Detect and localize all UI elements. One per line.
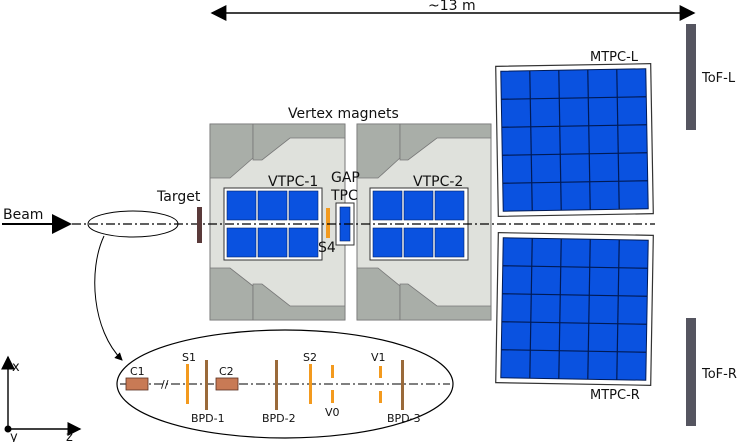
mtpc-l-label: MTPC-L: [590, 50, 639, 65]
axis-y-label: y: [10, 430, 18, 442]
bpd-2-label: BPD-2: [262, 412, 296, 425]
break-mark: //: [161, 378, 169, 391]
bpd-2: [275, 360, 278, 410]
s2-label: S2: [303, 351, 317, 364]
bpd-1: [205, 360, 208, 410]
vertex-magnets-label: Vertex magnets: [288, 106, 399, 122]
mtpc-r: [495, 232, 654, 386]
tof-l-label: ToF-L: [701, 71, 736, 86]
gap-label: GAP: [331, 170, 360, 186]
coordinate-axes: x y z: [0, 355, 82, 442]
v1-upper: [379, 366, 382, 378]
target: [197, 207, 202, 243]
tpc-label: TPC: [330, 188, 358, 204]
vtpc-1-label: VTPC-1: [268, 174, 318, 190]
tof-r-label: ToF-R: [701, 367, 737, 382]
c1-counter: [125, 377, 149, 391]
c1-label: C1: [130, 365, 145, 378]
v0-lower: [331, 390, 334, 403]
target-label: Target: [156, 189, 201, 205]
bpd-3: [401, 360, 404, 410]
beam-label: Beam: [3, 207, 43, 223]
scale-indicator: ~13 m: [210, 0, 696, 21]
v1-lower: [379, 391, 382, 403]
mtpc-l: [495, 63, 654, 217]
axis-x-label: x: [12, 360, 20, 375]
scale-label: ~13 m: [428, 0, 476, 14]
vtpc-2-label: VTPC-2: [413, 174, 463, 190]
v0-upper: [331, 365, 334, 378]
s1-label: S1: [182, 351, 196, 364]
v1-label: V1: [371, 351, 386, 364]
s2-counter: [309, 364, 312, 404]
tof-r-wall: [686, 318, 696, 426]
beamline-inset: C1 // S1 BPD-1 C2 BPD-2 S2 V0 V1 BPD-3: [116, 329, 454, 439]
tof-l-wall: [686, 24, 696, 130]
c2-counter: [215, 377, 239, 391]
bpd-3-label: BPD-3: [387, 412, 421, 425]
s4-label: S4: [318, 240, 336, 256]
zoom-region: [87, 210, 179, 238]
c2-label: C2: [219, 365, 234, 378]
v0-label: V0: [325, 406, 340, 419]
mtpc-r-label: MTPC-R: [590, 388, 640, 403]
axis-z-label: z: [66, 430, 73, 442]
zoom-arrow: [94, 235, 123, 361]
s4-counter: [326, 208, 330, 238]
bpd-1-label: BPD-1: [191, 412, 225, 425]
s1-counter: [186, 364, 189, 404]
